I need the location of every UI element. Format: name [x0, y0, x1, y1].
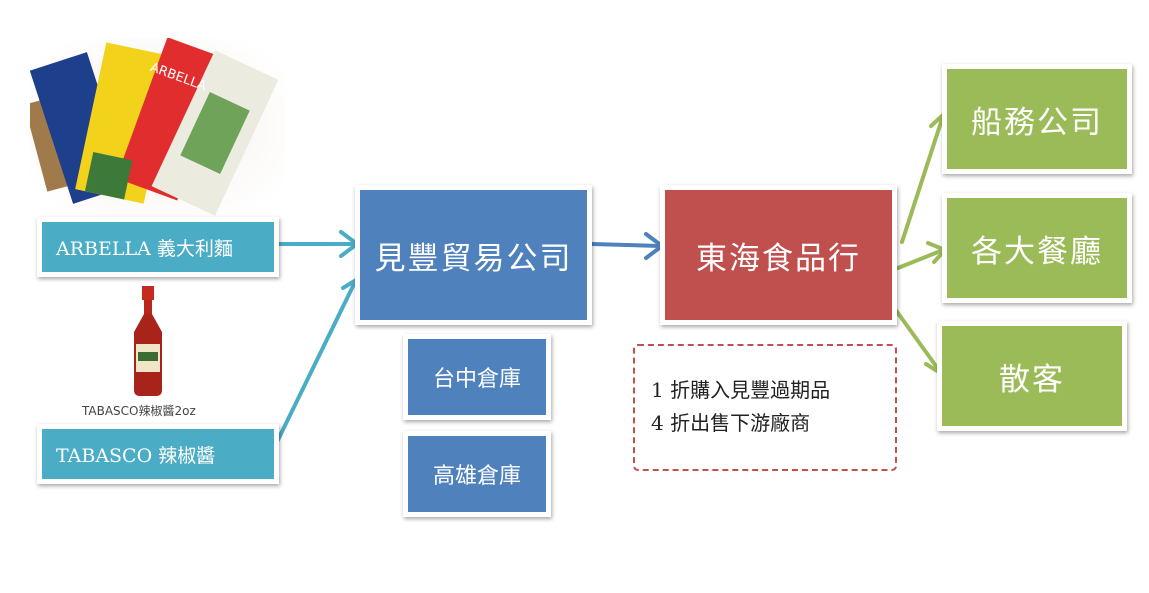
supplier-tabasco-box: TABASCO 辣椒醬 — [37, 424, 279, 484]
note-line-1: 1 折購入見豐過期品 — [651, 378, 831, 402]
customer-shipping-label: 船務公司 — [971, 104, 1103, 141]
customer-walkin-label: 散客 — [999, 361, 1065, 398]
arrow-tabasco-to-company — [273, 280, 357, 448]
product-caption: TABASCO辣椒醬2oz — [82, 404, 196, 418]
discount-note: 1 折購入見豐過期品 4 折出售下游廠商 — [633, 344, 897, 471]
customer-restaurants-box: 各大餐廳 — [942, 193, 1132, 303]
customer-walkin-box: 散客 — [937, 321, 1127, 431]
food-store-label: 東海食品行 — [696, 240, 861, 277]
supplier-pasta-box: ARBELLA 義大利麵 — [37, 217, 279, 277]
note-line-2: 4 折出售下游廠商 — [651, 411, 811, 435]
warehouse-taichung-box: 台中倉庫 — [403, 334, 551, 420]
tabasco-bottle-image — [134, 286, 162, 396]
arrow-store-to-shipping — [900, 114, 945, 244]
pasta-photo: ARBELLA — [30, 38, 285, 216]
food-store-box: 東海食品行 — [660, 185, 897, 325]
warehouse-kaohsiung-box: 高雄倉庫 — [403, 431, 551, 517]
arrow-store-to-restaurants — [896, 248, 945, 270]
supplier-tabasco-label: TABASCO 辣椒醬 — [56, 444, 216, 467]
trading-company-box: 見豐貿易公司 — [355, 185, 592, 325]
supplier-pasta-label: ARBELLA 義大利麵 — [56, 237, 233, 260]
customer-restaurants-label: 各大餐廳 — [971, 233, 1103, 270]
customer-shipping-box: 船務公司 — [942, 64, 1132, 174]
trading-company-label: 見豐貿易公司 — [374, 240, 573, 277]
warehouse-taichung-label: 台中倉庫 — [432, 367, 521, 392]
arrow-store-to-walkin — [888, 300, 943, 375]
warehouse-kaohsiung-label: 高雄倉庫 — [432, 464, 521, 489]
arrow-company-to-store — [590, 242, 662, 248]
